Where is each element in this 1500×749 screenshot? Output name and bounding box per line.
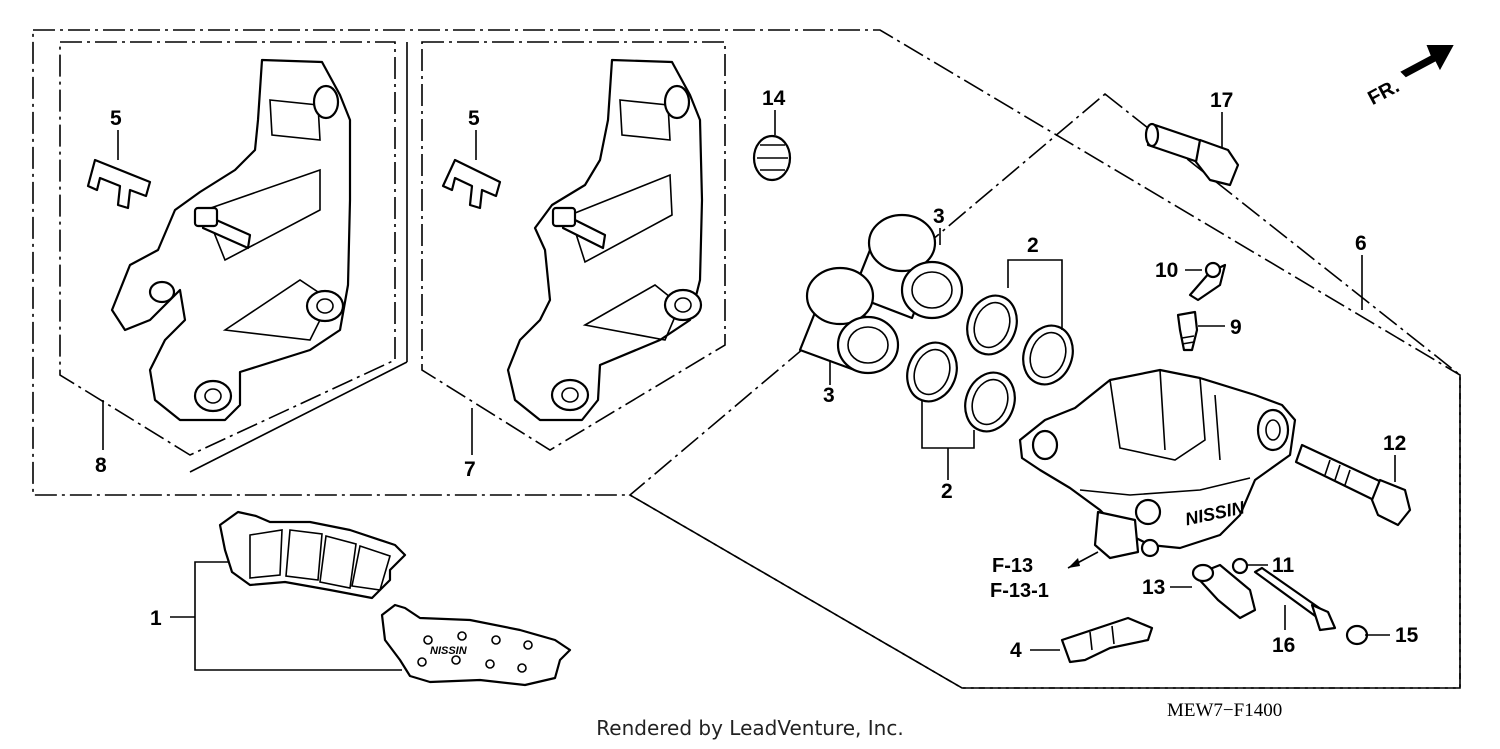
pad-brand-mark: NISSIN <box>430 645 468 657</box>
front-direction-indicator: FR. <box>1364 45 1454 110</box>
label-part-14: 14 <box>762 87 786 110</box>
label-part-9: 9 <box>1230 316 1242 339</box>
pad-spring-5-right <box>441 158 502 210</box>
label-part-7: 7 <box>464 458 476 481</box>
label-part-3-lower: 3 <box>823 384 835 407</box>
reference-f13[interactable]: F-13 <box>992 555 1033 577</box>
pin-bolt-13 <box>1191 563 1257 620</box>
label-part-17: 17 <box>1210 89 1233 112</box>
bleeder-screw-9 <box>1176 310 1199 352</box>
caliper-bracket-8 <box>110 58 352 422</box>
boot-14 <box>752 134 792 182</box>
pad-spring-5-left <box>86 158 152 210</box>
pad-spring-4 <box>1060 616 1154 664</box>
label-part-5-left: 5 <box>110 107 122 130</box>
footer-credit: Rendered by LeadVenture, Inc. <box>596 716 904 740</box>
caliper-assembly-boundary <box>628 92 1461 689</box>
label-part-8: 8 <box>95 454 107 477</box>
label-part-6: 6 <box>1355 232 1367 255</box>
label-part-11: 11 <box>1272 554 1295 577</box>
label-part-15: 15 <box>1395 624 1419 647</box>
direction-arrow-icon <box>1400 45 1454 78</box>
label-part-2-lower: 2 <box>941 480 953 503</box>
assembly-boundary <box>32 29 1461 689</box>
label-part-13: 13 <box>1142 576 1165 599</box>
caliper-body-6: NISSIN <box>1018 368 1297 560</box>
label-part-4: 4 <box>1010 639 1022 662</box>
diagram-code: MEW7−F1400 <box>1167 700 1283 721</box>
label-part-2-upper: 2 <box>1027 234 1039 257</box>
label-part-16: 16 <box>1272 634 1295 657</box>
piston-3-lower <box>798 266 900 375</box>
pad-pin-16 <box>1253 566 1337 632</box>
caliper-bracket-7 <box>506 58 704 422</box>
label-part-1: 1 <box>150 607 162 630</box>
pin-bolt-17 <box>1144 122 1240 187</box>
label-part-10: 10 <box>1155 259 1178 282</box>
bleeder-cap-10 <box>1188 261 1227 302</box>
pin-plug-15 <box>1345 624 1369 646</box>
label-part-5-right: 5 <box>468 107 480 130</box>
washer-11 <box>1231 557 1249 575</box>
label-part-3-upper: 3 <box>933 205 945 228</box>
direction-label: FR. <box>1364 75 1403 110</box>
leader-lines <box>102 110 1396 671</box>
caliper-bolt-12 <box>1294 443 1412 527</box>
bracket-assembly-box-right <box>421 41 726 451</box>
reference-f13-1[interactable]: F-13-1 <box>990 580 1049 602</box>
brake-pads-1: NISSIN <box>218 510 572 687</box>
bracket-assembly-box-left <box>59 41 396 456</box>
divider-line <box>189 361 408 473</box>
label-part-12: 12 <box>1383 432 1406 455</box>
